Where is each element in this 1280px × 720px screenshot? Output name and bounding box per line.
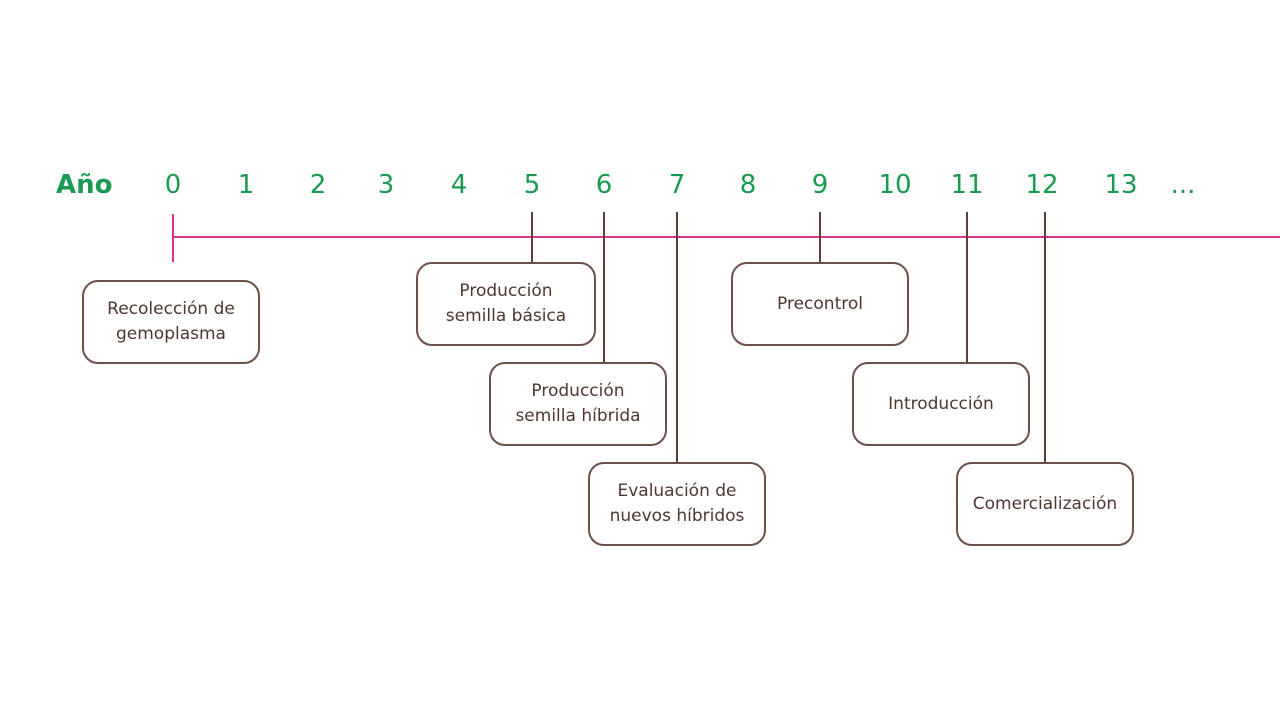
event-box-introduccion: Introducción: [852, 362, 1030, 446]
event-box-comercializacion: Comercialización: [956, 462, 1134, 546]
event-box-evaluacion: Evaluación de nuevos híbridos: [588, 462, 766, 546]
event-label-semilla-basica: Producción semilla básica: [445, 281, 567, 326]
axis-label: Año: [56, 170, 113, 200]
event-label-evaluacion: Evaluación de nuevos híbridos: [609, 481, 745, 526]
year-tick-1: 1: [237, 170, 255, 200]
connector-semilla-hibrida: [603, 212, 605, 364]
year-tick-8: 8: [739, 170, 757, 200]
event-label-comercializacion: Comercialización: [972, 493, 1118, 514]
event-box-precontrol: Precontrol: [731, 262, 909, 346]
connector-semilla-basica: [531, 212, 533, 264]
connector-comercializacion: [1044, 212, 1046, 464]
event-box-semilla-hibrida: Producción semilla híbrida: [489, 362, 667, 446]
connector-precontrol: [819, 212, 821, 264]
year-tick-6: 6: [595, 170, 613, 200]
year-tick-10: 10: [878, 170, 912, 200]
year-tick-5: 5: [523, 170, 541, 200]
connector-introduccion: [966, 212, 968, 364]
event-label-semilla-hibrida: Producción semilla híbrida: [515, 381, 641, 426]
event-box-semilla-basica: Producción semilla básica: [416, 262, 596, 346]
timeline-axis-line: [173, 236, 1280, 238]
event-label-introduccion: Introducción: [888, 393, 994, 414]
year-tick-2: 2: [309, 170, 327, 200]
event-label-recoleccion: Recolección de gemoplasma: [107, 299, 235, 344]
year-tick-13: 13: [1104, 170, 1138, 200]
year-tick-9: 9: [811, 170, 829, 200]
year-tick-11: 11: [950, 170, 984, 200]
year-tick-3: 3: [377, 170, 395, 200]
year-tick-ellipsis: ...: [1170, 170, 1196, 200]
year-tick-12: 12: [1025, 170, 1059, 200]
year-tick-0: 0: [164, 170, 182, 200]
connector-evaluacion: [676, 212, 678, 464]
year-tick-7: 7: [668, 170, 686, 200]
year-tick-4: 4: [450, 170, 468, 200]
event-label-precontrol: Precontrol: [777, 293, 863, 314]
event-box-recoleccion: Recolección de gemoplasma: [82, 280, 260, 364]
timeline-start-tick: [172, 214, 174, 262]
